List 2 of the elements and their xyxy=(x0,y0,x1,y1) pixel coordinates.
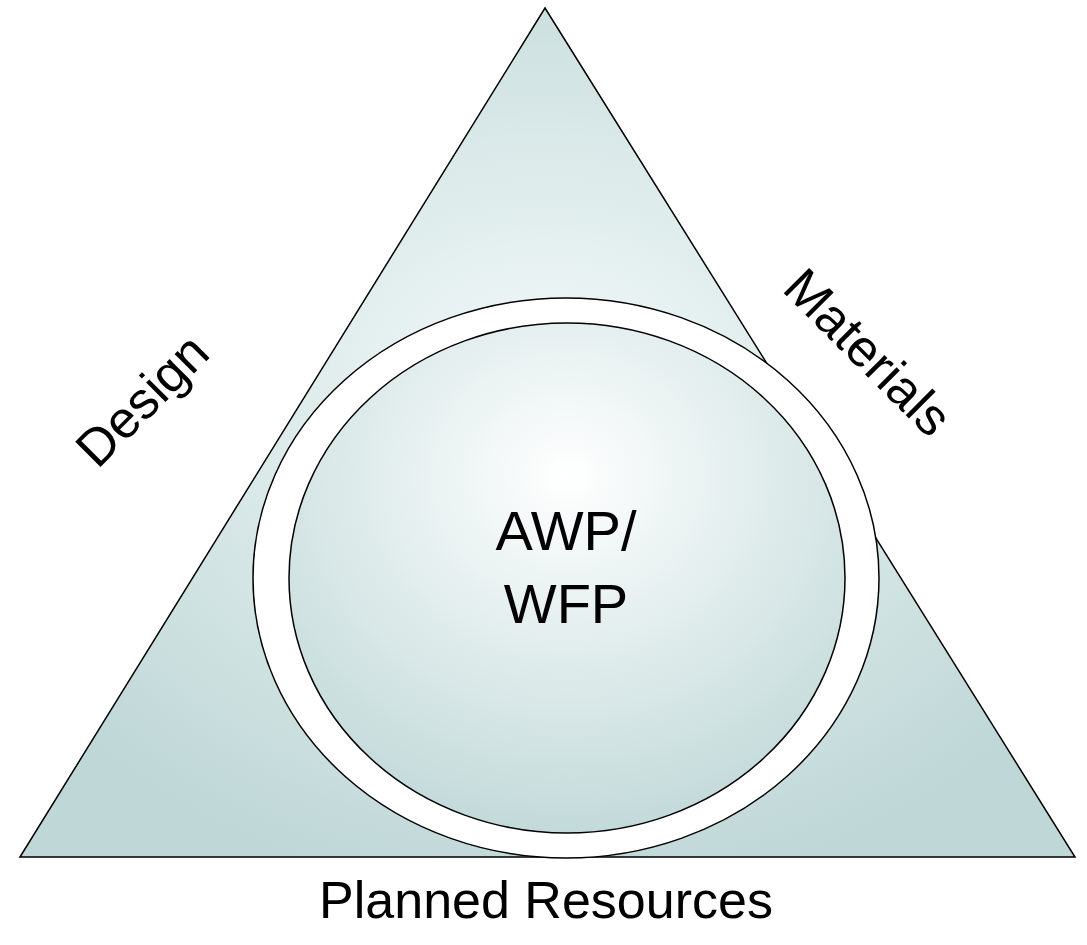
side-label: Planned Resources xyxy=(319,874,773,926)
circle-label: AWP/ WFP xyxy=(494,498,638,637)
